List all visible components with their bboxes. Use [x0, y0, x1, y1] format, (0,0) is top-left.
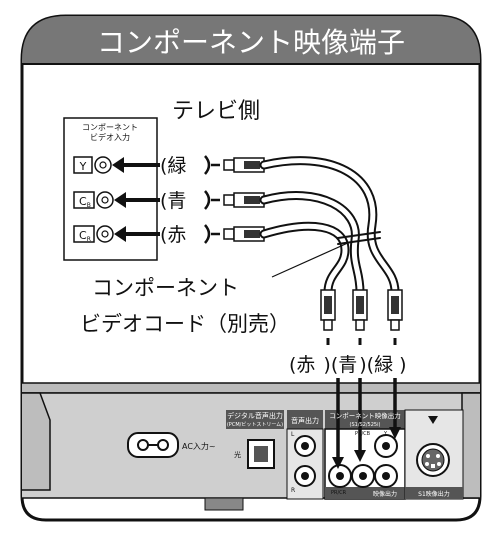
- pr-label: PR/CR: [331, 490, 347, 496]
- tv-jack-y-label: Y: [79, 160, 87, 173]
- tv-arrows: [112, 157, 160, 242]
- cable-color-green-left: (緑: [160, 155, 186, 177]
- cable-tag-brackets: [204, 155, 220, 244]
- ac-input-label: AC入力~: [182, 441, 216, 451]
- cable-color-red-left: (赤: [160, 224, 186, 246]
- cable-name-line1: コンポーネント: [92, 276, 239, 300]
- pb-label: PB/CB: [355, 431, 371, 437]
- player-side-plugs: [320, 289, 403, 331]
- audio-out-label: 音声出力: [291, 416, 319, 425]
- digital-out-label: デジタル音声出力: [227, 411, 283, 420]
- component-cables: [259, 156, 400, 297]
- s1-out-section: [404, 409, 464, 500]
- component-out-section: [324, 410, 406, 500]
- player-arrows: [326, 338, 401, 469]
- audio-l-label: L: [291, 431, 295, 438]
- page-title: コンポーネント映像端子: [97, 26, 405, 59]
- audio-out-section: [286, 410, 324, 500]
- optical-label: 光: [234, 450, 241, 459]
- audio-r-label: R: [291, 487, 295, 494]
- digital-out-section: [226, 410, 284, 469]
- cable-name-line2: ビデオコード（別売）: [80, 312, 290, 336]
- tv-input-label-2: ビデオ入力: [90, 132, 130, 142]
- tv-input-box: コンポーネント ビデオ入力 Y CB CR: [63, 117, 158, 261]
- cable-color-blue-left: (青: [160, 190, 186, 212]
- title-band: [22, 16, 480, 64]
- component-out-label: コンポーネント映像出力: [329, 411, 401, 420]
- cable-colors-bottom: (赤)(青)(緑): [289, 354, 407, 376]
- video-out-label: 映像出力: [373, 490, 397, 498]
- tv-input-label-1: コンポーネント: [82, 123, 138, 132]
- cable-leader-line: [271, 241, 351, 278]
- tv-jack-cb-label: CB: [79, 195, 91, 209]
- y-label: Y: [383, 431, 388, 437]
- s1-out-label: S1映像出力: [418, 490, 450, 498]
- component-out-sub: (S1/S2/525i): [350, 422, 381, 428]
- tv-jack-cr-label: CR: [79, 229, 91, 243]
- tv-side-label: テレビ側: [172, 99, 260, 124]
- tv-side-plugs: [223, 157, 265, 242]
- ac-inlet: [127, 432, 179, 458]
- digital-out-sub: (PCM/ビットストリーム): [227, 421, 283, 428]
